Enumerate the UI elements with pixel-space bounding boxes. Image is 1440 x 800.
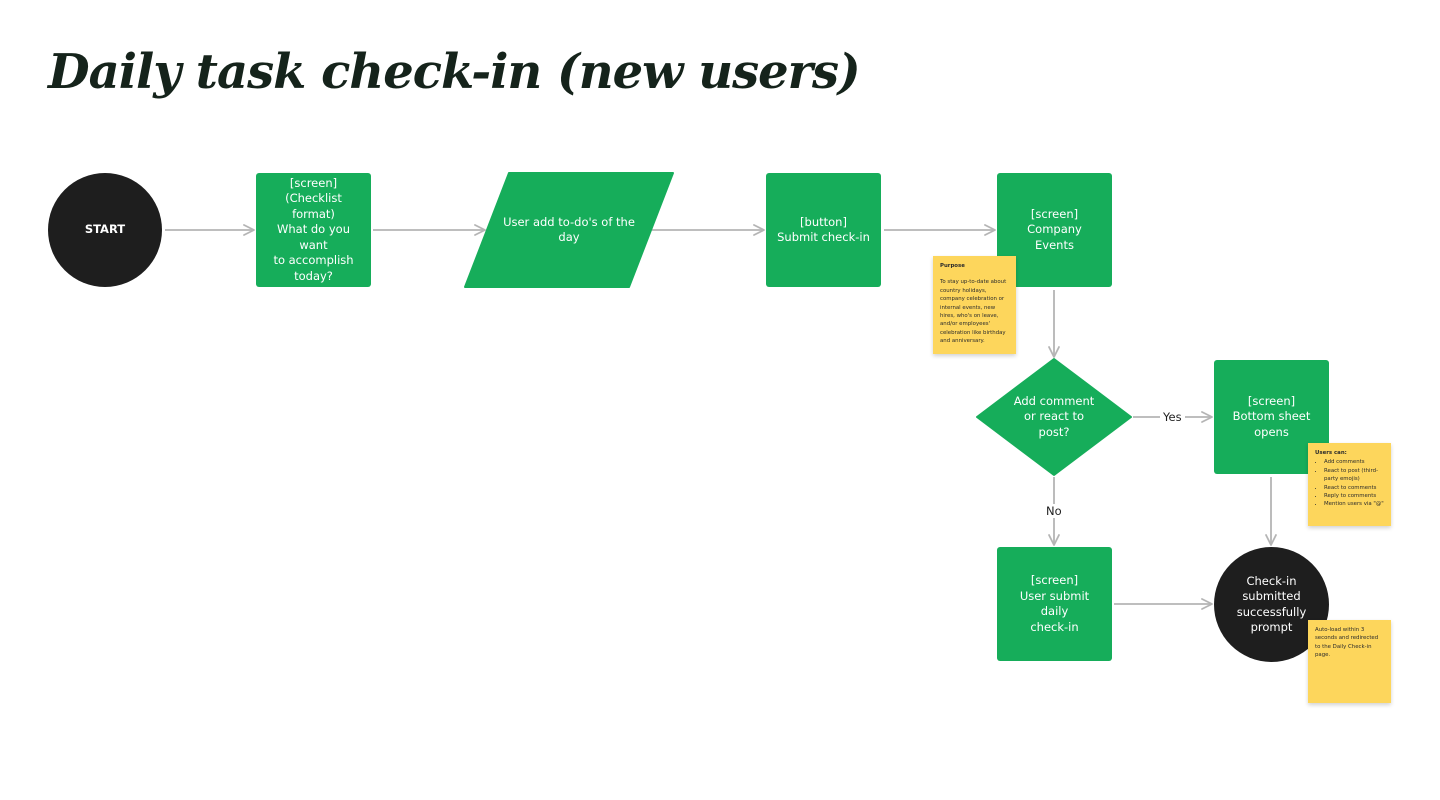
bottom-sheet-label: [screen] Bottom sheet opens	[1232, 393, 1311, 439]
users-can-item: Reply to comments	[1324, 492, 1384, 500]
edge-label-yes: Yes	[1160, 410, 1185, 424]
purpose-note-title: Purpose	[940, 263, 965, 269]
decision-diamond-shape	[976, 358, 1132, 476]
purpose-note-body: To stay up-to-date about country holiday…	[940, 279, 1007, 345]
start-node: START	[48, 173, 162, 287]
submit-checkin-label: [button] Submit check-in	[777, 214, 870, 245]
autoload-sticky-note: Auto-load within 3 seconds and redirecte…	[1308, 620, 1391, 703]
checklist-screen-node: [screen] (Checklist format) What do you …	[256, 173, 371, 287]
company-events-node: [screen] Company Events	[997, 173, 1112, 287]
users-can-item: React to comments	[1324, 484, 1384, 492]
edge-label-no: No	[1043, 504, 1065, 518]
users-can-sticky-note: Users can: Add comments React to post (t…	[1308, 443, 1391, 526]
checklist-screen-label: [screen] (Checklist format) What do you …	[273, 175, 354, 283]
users-can-list: Add comments React to post (third-party …	[1315, 458, 1384, 508]
page-title: Daily task check-in (new users)	[48, 44, 861, 100]
submit-daily-checkin-node: [screen] User submit daily check-in	[997, 547, 1112, 661]
add-todos-label: User add to-do's of the day	[503, 214, 635, 245]
users-can-item: Mention users via "@"	[1324, 500, 1384, 508]
decision-node: Add comment or react to post?	[1000, 380, 1108, 454]
purpose-sticky-note: Purpose To stay up-to-date about country…	[933, 256, 1016, 354]
start-label: START	[84, 222, 126, 237]
company-events-label: [screen] Company Events	[1027, 206, 1082, 252]
users-can-item: Add comments	[1324, 458, 1384, 466]
users-can-note-title: Users can:	[1315, 450, 1347, 456]
submit-daily-checkin-label: [screen] User submit daily check-in	[1019, 573, 1090, 634]
users-can-item: React to post (third-party emojis)	[1324, 467, 1384, 484]
autoload-note-body: Auto-load within 3 seconds and redirecte…	[1315, 627, 1379, 659]
input-parallelogram-shape	[464, 172, 674, 288]
add-todos-node: User add to-do's of the day	[490, 173, 648, 287]
success-prompt-label: Check-in submitted successfully prompt	[1236, 573, 1307, 635]
decision-label: Add comment or react to post?	[1013, 393, 1095, 439]
submit-checkin-button-node: [button] Submit check-in	[766, 173, 881, 287]
